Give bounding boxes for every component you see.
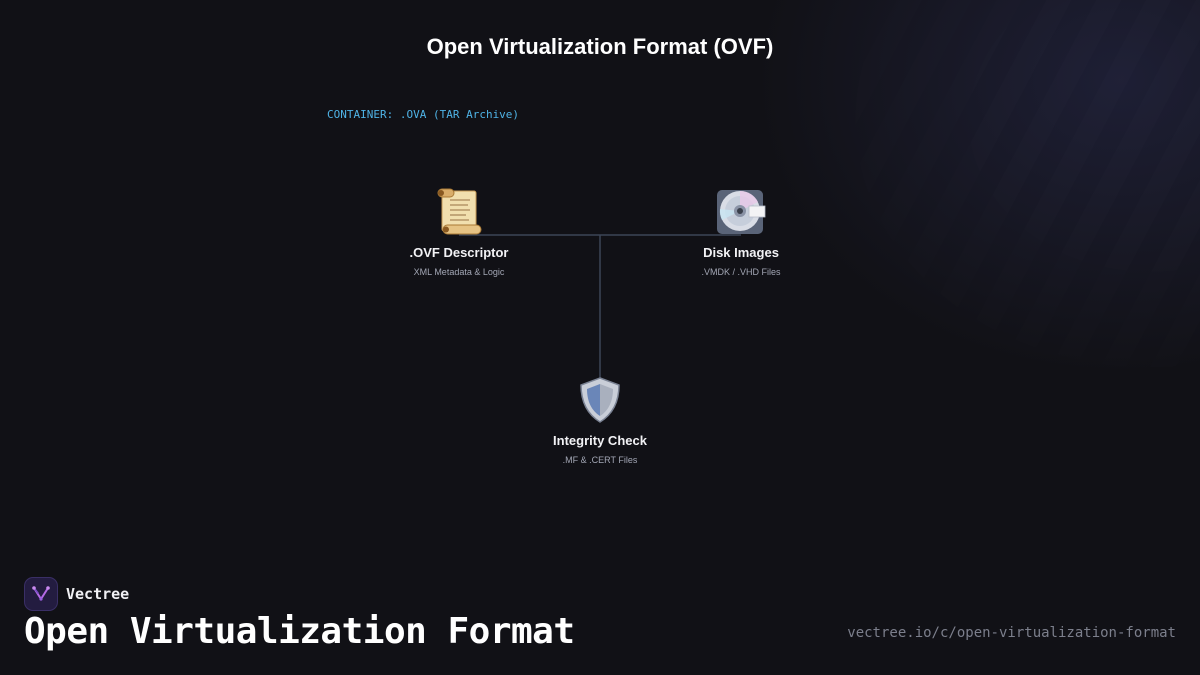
node-description: XML Metadata & Logic xyxy=(413,267,505,277)
node-name: Disk Images xyxy=(703,245,779,260)
node-ovf-descriptor: .OVF Descriptor XML Metadata & Logic xyxy=(359,187,559,277)
scroll-icon xyxy=(437,188,482,235)
node-disk-images: Disk Images .VMDK / .VHD Files xyxy=(641,187,841,277)
node-description: .MF & .CERT Files xyxy=(562,455,638,465)
diagram-title: Open Virtualization Format (OVF) xyxy=(426,34,774,59)
optical-disc-icon xyxy=(717,190,766,234)
node-integrity-check: Integrity Check .MF & .CERT Files xyxy=(500,375,700,465)
shield-icon xyxy=(580,377,620,423)
footer-url[interactable]: vectree.io/c/open-virtualization-format xyxy=(847,625,1176,641)
brand: Vectree xyxy=(24,577,129,611)
vectree-logo-icon xyxy=(24,577,58,611)
brand-name: Vectree xyxy=(66,585,130,603)
node-name: .OVF Descriptor xyxy=(409,245,509,260)
node-name: Integrity Check xyxy=(553,433,647,448)
node-description: .VMDK / .VHD Files xyxy=(701,267,781,277)
footer-title: Open Virtualization Format xyxy=(24,611,575,652)
container-label: CONTAINER: .OVA (TAR Archive) xyxy=(327,108,520,121)
